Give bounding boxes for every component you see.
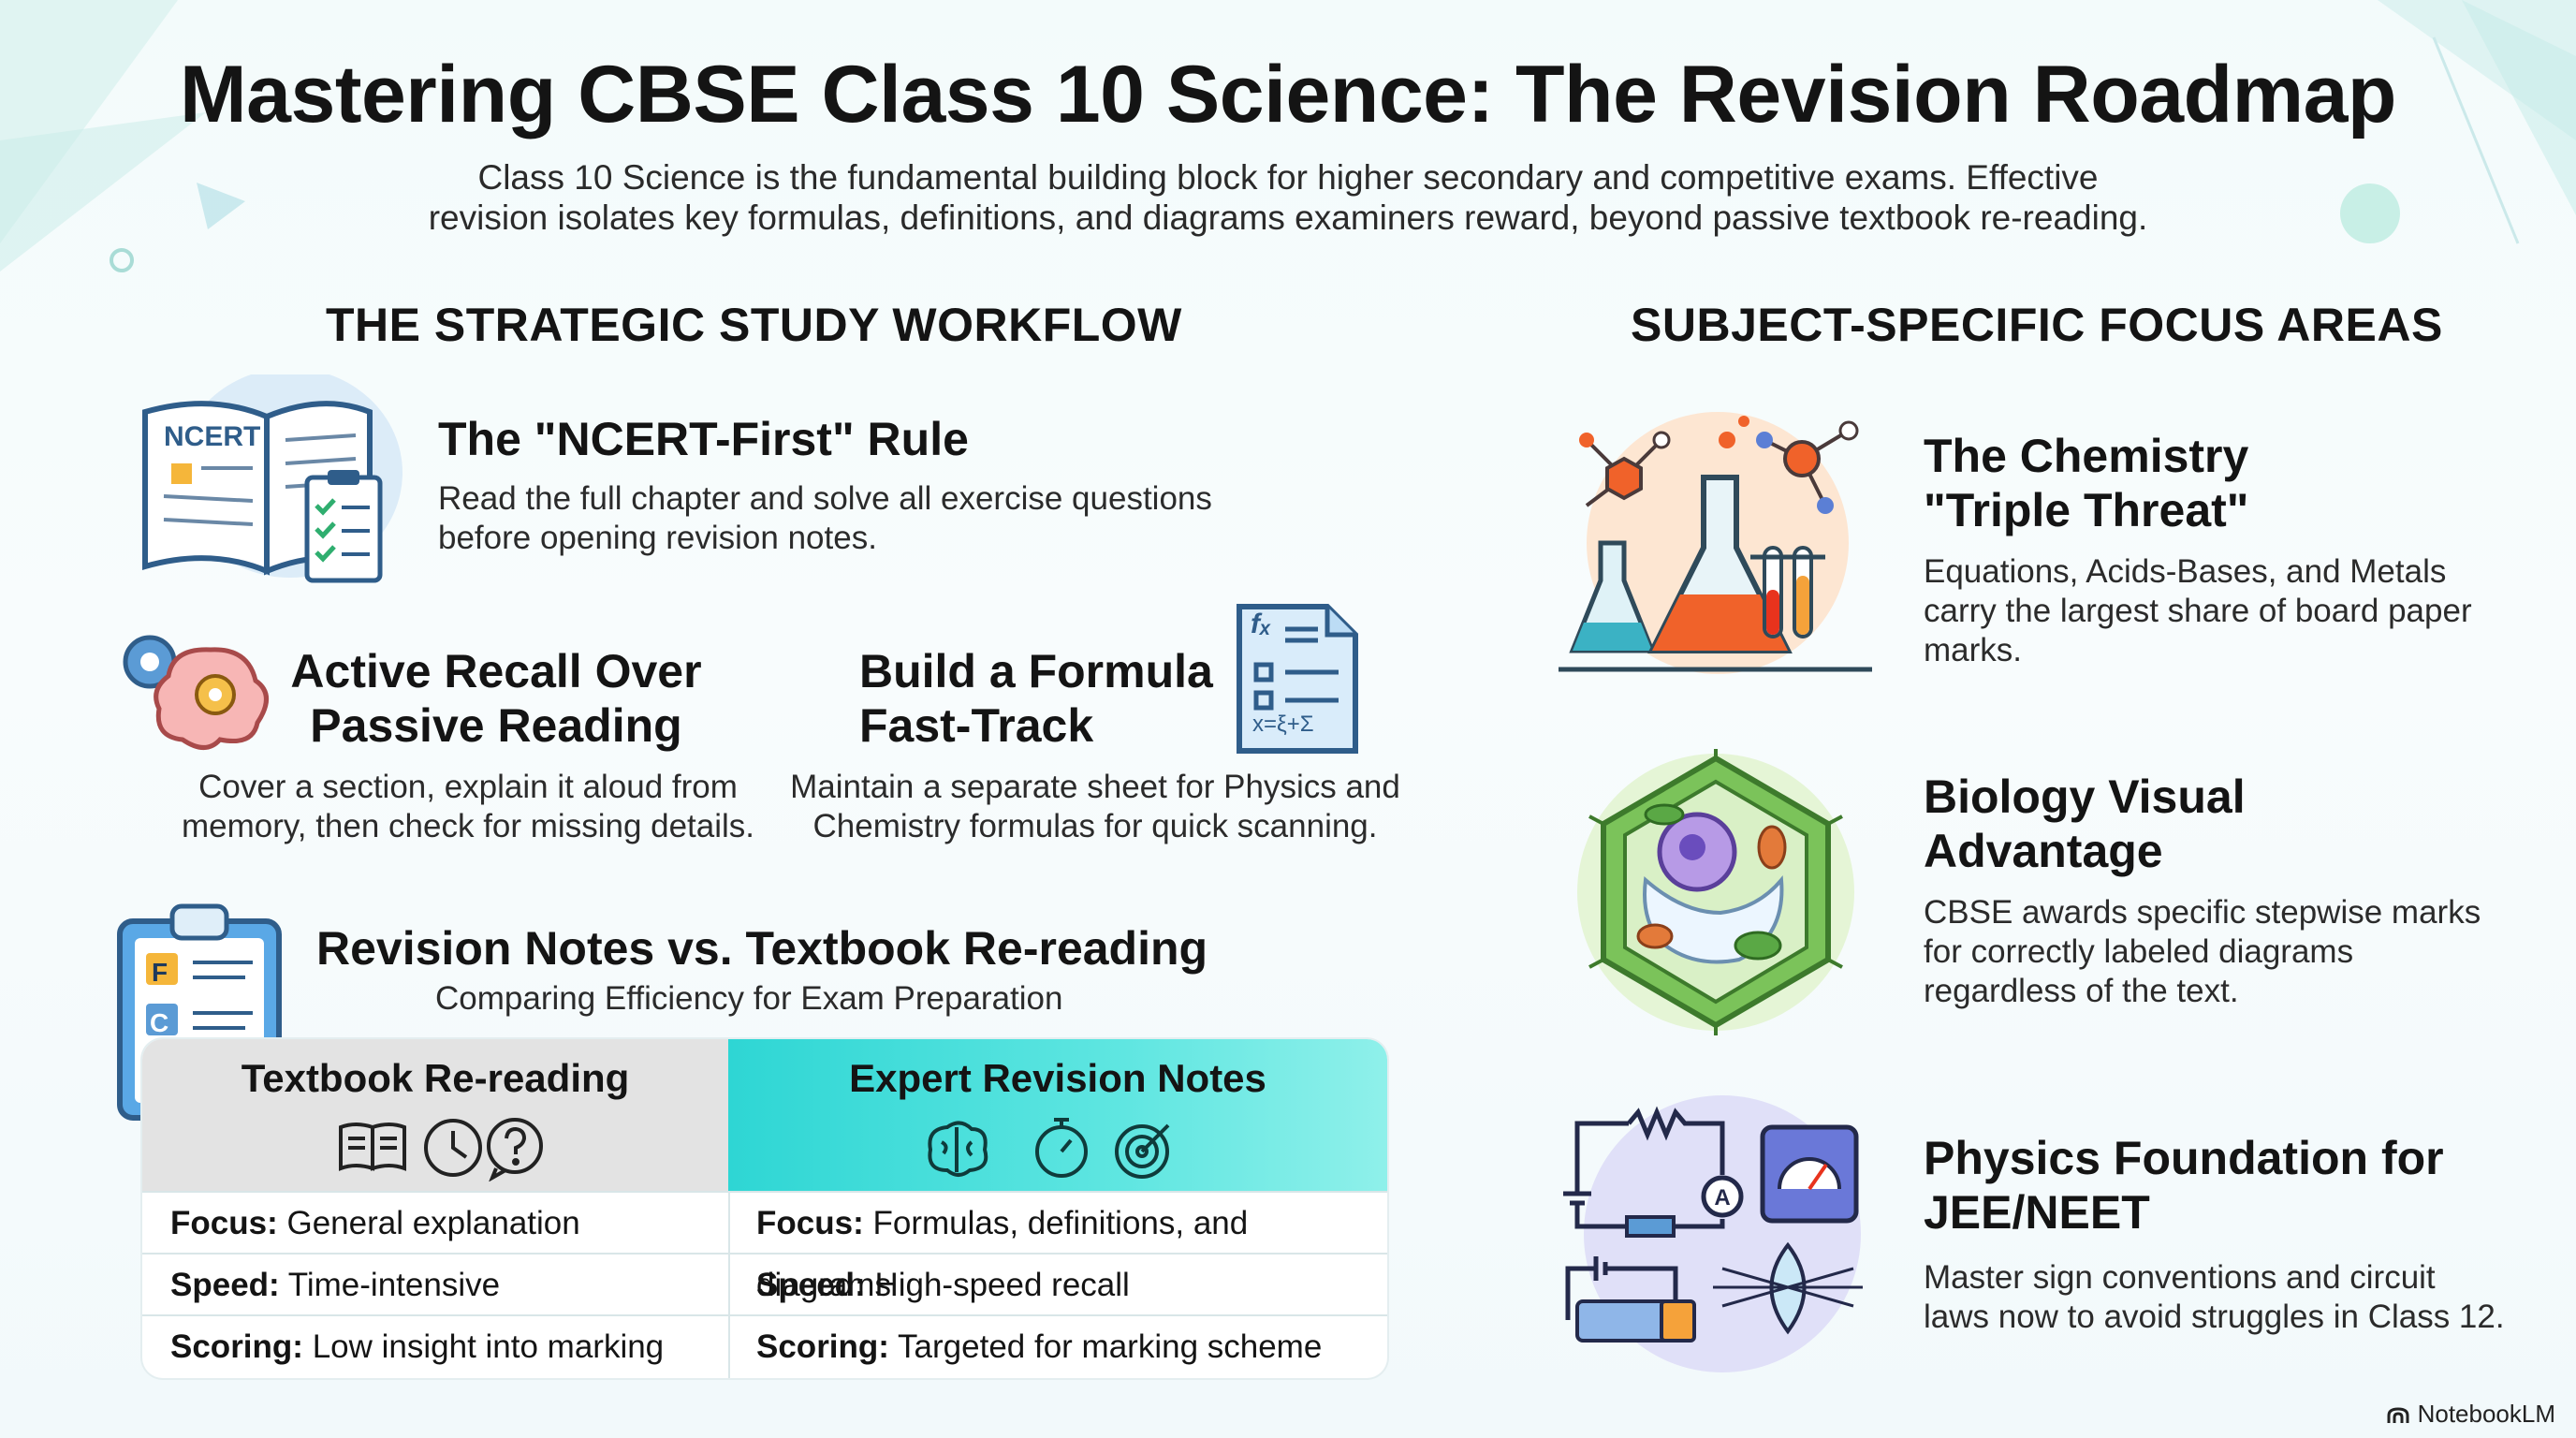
recall-line-1: Cover a section, explain it aloud from [198, 769, 738, 805]
recall-title: Active Recall Over Passive Reading [290, 644, 702, 753]
notebooklm-logo-icon [2387, 1407, 2409, 1423]
biology-line-2: for correctly labeled diagrams [1924, 933, 2354, 970]
intro-line-1: Class 10 Science is the fundamental buil… [477, 158, 2099, 197]
ncert-line-1: Read the full chapter and solve all exer… [438, 480, 1212, 517]
intro-text: Class 10 Science is the fundamental buil… [352, 157, 2224, 238]
chemistry-line-1: Equations, Acids-Bases, and Metals [1924, 553, 2447, 590]
biology-description: CBSE awards specific stepwise marks for … [1924, 893, 2481, 1011]
biology-title-line-1: Biology Visual [1924, 770, 2246, 823]
chemistry-line-3: marks. [1924, 632, 2022, 668]
formula-sheet-icon [1237, 604, 1358, 754]
physics-circuit-icon: A [1563, 1095, 1863, 1372]
chemistry-title-line-1: The Chemistry [1924, 430, 2249, 482]
biology-line-1: CBSE awards specific stepwise marks [1924, 894, 2481, 931]
chemistry-title: The Chemistry "Triple Threat" [1924, 429, 2249, 537]
physics-title: Physics Foundation for JEE/NEET [1924, 1131, 2444, 1240]
physics-description: Master sign conventions and circuit laws… [1924, 1258, 2505, 1337]
cell-value: Time-intensive [287, 1267, 501, 1303]
ncert-book-icon [142, 374, 402, 583]
notebooklm-brand: NotebookLM [2386, 1400, 2555, 1429]
chemistry-description: Equations, Acids-Bases, and Metals carry… [1924, 552, 2472, 670]
page-title: Mastering CBSE Class 10 Science: The Rev… [180, 50, 2396, 139]
textbook-header-label: Textbook Re-reading [241, 1056, 630, 1100]
formula-line-1: Maintain a separate sheet for Physics an… [790, 769, 1400, 805]
recall-description: Cover a section, explain it aloud from m… [140, 768, 796, 846]
formula-icon-equation: x=ξ+Σ [1252, 712, 1314, 737]
cell-value: General explanation [286, 1205, 580, 1241]
formula-title-line-2: Fast-Track [859, 699, 1094, 752]
svg-text:A: A [1714, 1185, 1730, 1211]
formula-line-2: Chemistry formulas for quick scanning. [812, 808, 1378, 844]
textbook-header-icons [339, 1118, 543, 1181]
physics-title-line-1: Physics Foundation for [1924, 1132, 2444, 1184]
comparison-table: Textbook Re-reading Expert Revision Note… [142, 1039, 1387, 1378]
clipboard-letter-c: C [150, 1008, 169, 1037]
recall-line-2: memory, then check for missing details. [181, 808, 755, 844]
cell-value: High-speed recall [874, 1267, 1130, 1303]
chemistry-title-line-2: "Triple Threat" [1924, 484, 2249, 536]
chemistry-line-2: carry the largest share of board paper [1924, 593, 2472, 629]
row-label: Scoring: [170, 1328, 303, 1365]
table-cell-right: Focus: Formulas, definitions, and diagra… [728, 1193, 1387, 1303]
table-cell-left: Speed: Time-intensive [142, 1255, 728, 1316]
table-row: Focus: General explanation Focus: Formul… [142, 1191, 1387, 1303]
ncert-line-2: before opening revision notes. [438, 520, 877, 556]
table-cell-left: Scoring: Low insight into marking [142, 1316, 728, 1378]
biology-title-line-2: Advantage [1924, 825, 2163, 877]
target-icon [1115, 1123, 1170, 1179]
cell-value: Targeted for marking scheme rewards [898, 1328, 1323, 1365]
brain-gear-icon [123, 635, 269, 750]
table-row: Scoring: Low insight into marking Scorin… [142, 1314, 1387, 1378]
textbook-column-header [142, 1039, 728, 1191]
ncert-title: The "NCERT-First" Rule [438, 413, 969, 465]
workflow-heading: THE STRATEGIC STUDY WORKFLOW [326, 299, 1182, 351]
ncert-icon-label: NCERT [164, 421, 261, 452]
formula-icon-symbol: fₓ [1251, 609, 1271, 639]
formula-description: Maintain a separate sheet for Physics an… [777, 768, 1413, 846]
table-cell-right: Scoring: Targeted for marking scheme rew… [728, 1316, 1387, 1378]
biology-title: Biology Visual Advantage [1924, 770, 2246, 878]
ncert-description: Read the full chapter and solve all exer… [438, 479, 1212, 558]
brand-label: NotebookLM [2417, 1400, 2555, 1428]
table-cell-left: Focus: General explanation [142, 1193, 728, 1255]
row-label: Focus: [756, 1205, 864, 1241]
compare-subtitle: Comparing Efficiency for Exam Preparatio… [435, 980, 1063, 1017]
open-book-icon [339, 1123, 406, 1171]
row-label: Speed: [170, 1267, 280, 1303]
cell-value: Formulas, definitions, and diagrams [756, 1205, 1249, 1303]
recall-title-line-1: Active Recall Over [290, 645, 702, 697]
compare-title: Revision Notes vs. Textbook Re-reading [316, 922, 1208, 975]
stopwatch-icon [1035, 1118, 1088, 1178]
physics-line-1: Master sign conventions and circuit [1924, 1259, 2436, 1296]
physics-line-2: laws now to avoid struggles in Class 12. [1924, 1299, 2505, 1335]
subjects-heading: SUBJECT-SPECIFIC FOCUS AREAS [1631, 299, 2443, 351]
question-bubble-icon [487, 1118, 543, 1181]
intro-line-2: revision isolates key formulas, definiti… [428, 198, 2148, 237]
row-label: Speed: [756, 1267, 866, 1303]
row-label: Focus: [170, 1205, 278, 1241]
cell-value: Low insight into marking [312, 1328, 665, 1365]
physics-title-line-2: JEE/NEET [1924, 1186, 2150, 1239]
clipboard-letter-f: F [152, 958, 168, 987]
plant-cell-icon [1577, 749, 1854, 1035]
chemistry-flasks-icon [1559, 412, 1872, 674]
revision-notes-column-header [728, 1039, 1387, 1191]
revision-header-icons [928, 1118, 1170, 1179]
formula-title: Build a Formula Fast-Track [859, 644, 1213, 753]
revision-header-label: Expert Revision Notes [849, 1056, 1266, 1100]
row-label: Scoring: [756, 1328, 889, 1365]
formula-title-line-1: Build a Formula [859, 645, 1213, 697]
recall-title-line-2: Passive Reading [310, 699, 682, 752]
brain-icon [928, 1121, 988, 1177]
biology-line-3: regardless of the text. [1924, 973, 2239, 1009]
clock-icon [424, 1119, 482, 1177]
column-divider [728, 1191, 730, 1378]
table-row: Speed: Time-intensive Speed: High-speed … [142, 1253, 1387, 1316]
table-cell-right: Speed: High-speed recall [728, 1255, 1387, 1316]
